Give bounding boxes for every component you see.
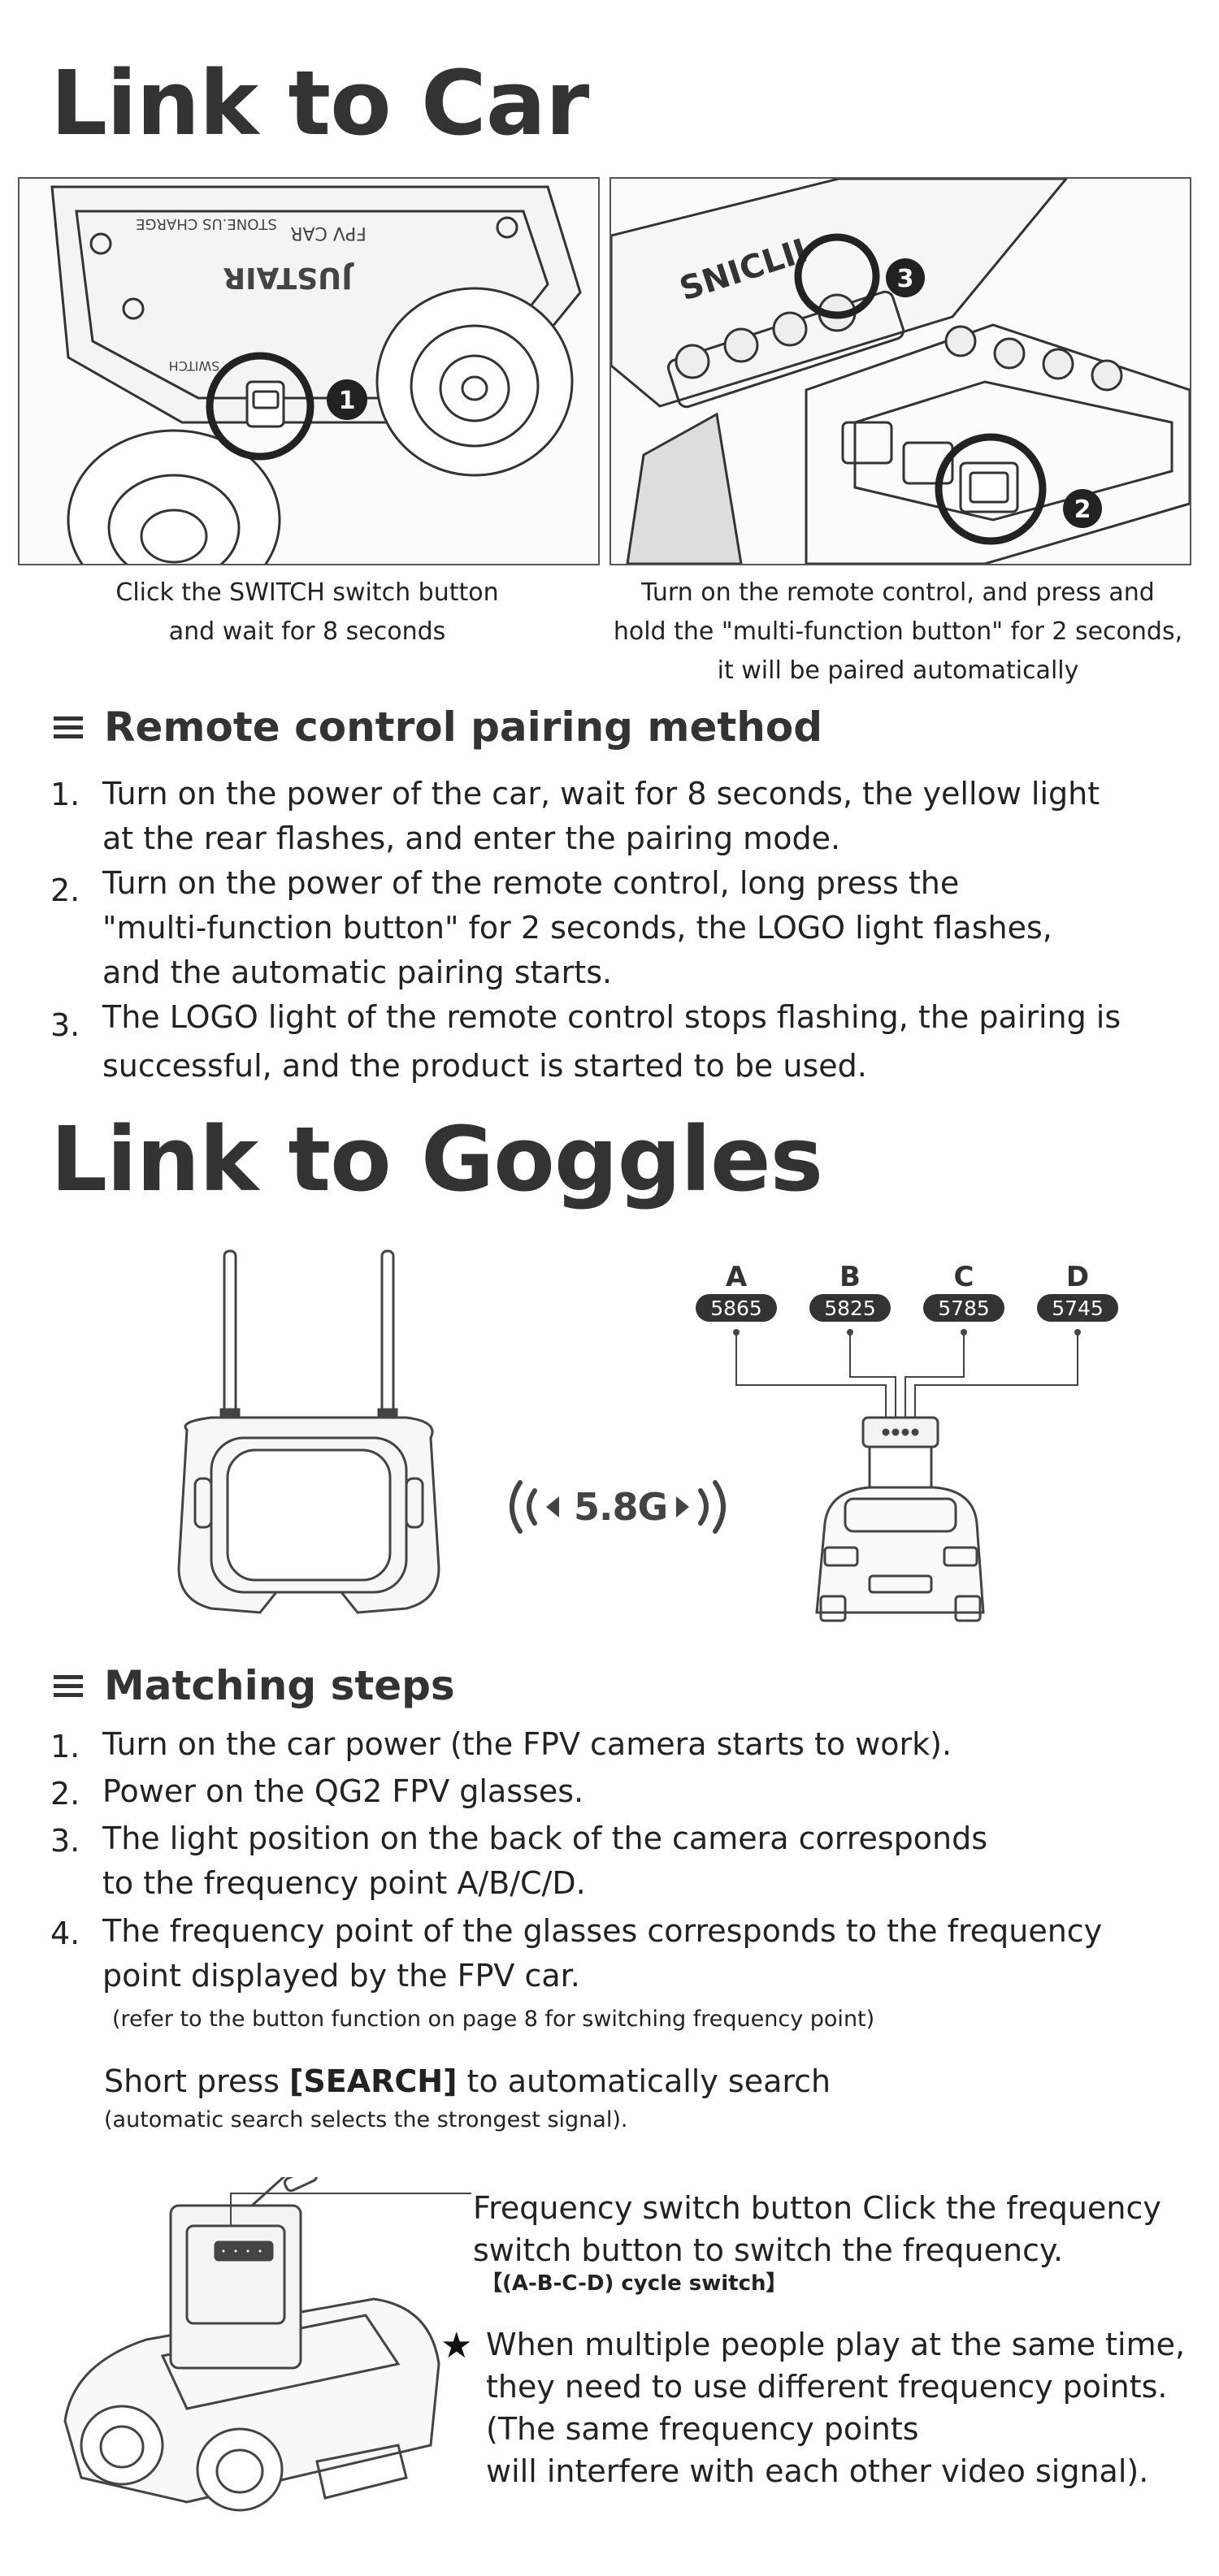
step-text: successful, and the product is started t… <box>102 1048 867 1084</box>
fpv-car-rear-drawing <box>815 1416 985 1622</box>
signal-band-label: 5.8G <box>574 1485 668 1529</box>
step-number: 2. <box>50 872 80 908</box>
car-sub-text: FPV CAR <box>290 223 367 243</box>
callout-badge-3 <box>886 258 925 297</box>
step-text: Turn on the power of the car, wait for 8… <box>102 776 1100 812</box>
warning-text: (The same frequency points <box>486 2411 919 2447</box>
step-text: The light position on the back of the ca… <box>102 1821 988 1856</box>
multi-player-warning: When multiple people play at the same ti… <box>486 2323 1185 2492</box>
matching-heading-text: Matching steps <box>104 1662 455 1709</box>
step-text: Turn on the power of the remote control,… <box>102 865 960 901</box>
freq-value: 5785 <box>938 1297 990 1320</box>
step-number: 3. <box>50 1823 80 1859</box>
auto-search-note: (automatic search selects the strongest … <box>104 2107 628 2132</box>
frequency-diagram: A 5865 B 5825 C 5785 D 5745 <box>696 1261 1118 1622</box>
caption-left-line: Click the SWITCH switch button <box>115 578 499 607</box>
freq-letter: B <box>839 1261 861 1293</box>
step-text: to the frequency point A/B/C/D. <box>102 1865 586 1901</box>
step-text: at the rear flashes, and enter the pairi… <box>102 820 841 856</box>
freq-value: 5865 <box>710 1297 762 1320</box>
warning-text: they need to use different frequency poi… <box>486 2369 1168 2405</box>
caption-right-line: hold the "multi-function button" for 2 s… <box>613 617 1183 646</box>
step-text: The frequency point of the glasses corre… <box>102 1913 1103 1949</box>
leader-line <box>230 2193 471 2226</box>
step-number: 3. <box>50 1007 80 1043</box>
freq-letter: C <box>954 1261 974 1293</box>
freq-letter: A <box>726 1261 748 1293</box>
car-switch-drawing: JUSTAIR FPV CAR STONE.US CHARGE SWITCH 1 <box>50 185 582 564</box>
callout-number-1: 1 <box>339 387 356 415</box>
step-text: point displayed by the FPV car. <box>102 1958 580 1994</box>
cycle-switch-note: 【(A-B-C-D) cycle switch】 <box>481 2271 787 2296</box>
step-number: 1. <box>50 1729 80 1764</box>
matching-heading: Matching steps <box>54 1665 455 1706</box>
callout-badge-2 <box>1063 489 1102 528</box>
short-press-instruction: Short press [SEARCH] to automatically se… <box>104 2063 831 2099</box>
caption-right: Turn on the remote control, and press an… <box>585 574 1211 691</box>
freq-pill <box>696 1294 777 1322</box>
freq-value: 5825 <box>824 1297 876 1320</box>
freq-pill <box>809 1294 891 1322</box>
page-title-link-to-car: Link to Car <box>50 51 589 155</box>
frequency-connector-lines <box>733 1329 1081 1422</box>
step-text: and the automatic pairing starts. <box>102 955 613 990</box>
frequency-channel-B: B 5825 <box>809 1261 891 1322</box>
multi-button-highlight-ring <box>794 233 880 319</box>
caption-left-line: and wait for 8 seconds <box>168 617 446 646</box>
search-key-label: [SEARCH] <box>289 2063 458 2099</box>
remote-control-drawing: SNICLII 3 2 <box>611 179 1190 564</box>
short-press-prefix: Short press <box>104 2063 290 2099</box>
fpv-car-camera-illustration <box>63 2177 471 2512</box>
caption-right-line: Turn on the remote control, and press an… <box>641 578 1155 607</box>
remote-control-illustration: SNICLII 3 2 <box>610 177 1191 565</box>
step-text: "multi-function button" for 2 seconds, t… <box>102 910 1052 946</box>
step-text: Turn on the car power (the FPV camera st… <box>102 1726 952 1762</box>
freq-letter: D <box>1066 1261 1089 1293</box>
signal-waves-icon <box>510 1480 726 1534</box>
menu-icon <box>54 712 83 743</box>
caption-left: Click the SWITCH switch button and wait … <box>18 574 596 652</box>
power-button-highlight-ring <box>935 433 1047 545</box>
freq-pill <box>923 1294 1004 1322</box>
page-title-link-to-goggles: Link to Goggles <box>50 1107 823 1211</box>
warning-text: When multiple people play at the same ti… <box>486 2327 1186 2362</box>
pairing-heading-text: Remote control pairing method <box>104 704 823 751</box>
car-site-text: STONE.US CHARGE <box>136 215 277 232</box>
frequency-channel-A: A 5865 <box>696 1261 777 1322</box>
frequency-channel-D: D 5745 <box>1037 1261 1118 1322</box>
frequency-switch-description: Frequency switch button Click the freque… <box>473 2187 1161 2271</box>
star-icon: ★ <box>440 2325 473 2366</box>
signal-indicator: 5.8G <box>504 1470 731 1543</box>
step-number: 2. <box>50 1776 80 1812</box>
step-number: 1. <box>50 777 80 812</box>
callout-number-3: 3 <box>897 265 914 293</box>
car-switch-label: SWITCH <box>169 358 220 374</box>
car-brand-text: JUSTAIR <box>223 261 354 294</box>
switch-highlight-ring <box>206 352 315 461</box>
short-press-suffix: to automatically search <box>466 2063 831 2099</box>
page-reference-note: (refer to the button function on page 8 … <box>112 2007 875 2032</box>
goggles-illustration <box>177 1249 440 1614</box>
pairing-heading: Remote control pairing method <box>54 707 822 747</box>
freq-switch-text: Frequency switch button Click the freque… <box>473 2190 1161 2226</box>
step-text: The LOGO light of the remote control sto… <box>102 999 1121 1035</box>
caption-right-line: it will be paired automatically <box>717 656 1079 685</box>
freq-value: 5745 <box>1052 1297 1104 1320</box>
callout-number-2: 2 <box>1074 496 1091 524</box>
freq-switch-text: switch button to switch the frequency. <box>473 2232 1064 2268</box>
warning-text: will interfere with each other video sig… <box>486 2453 1149 2489</box>
step-text: Power on the QG2 FPV glasses. <box>102 1773 584 1809</box>
freq-pill <box>1037 1294 1118 1322</box>
menu-icon <box>54 1670 83 1702</box>
frequency-channel-C: C 5785 <box>923 1261 1004 1322</box>
step-number: 4. <box>50 1916 80 1951</box>
callout-badge-1 <box>327 379 367 420</box>
car-switch-illustration: JUSTAIR FPV CAR STONE.US CHARGE SWITCH 1 <box>18 177 600 565</box>
